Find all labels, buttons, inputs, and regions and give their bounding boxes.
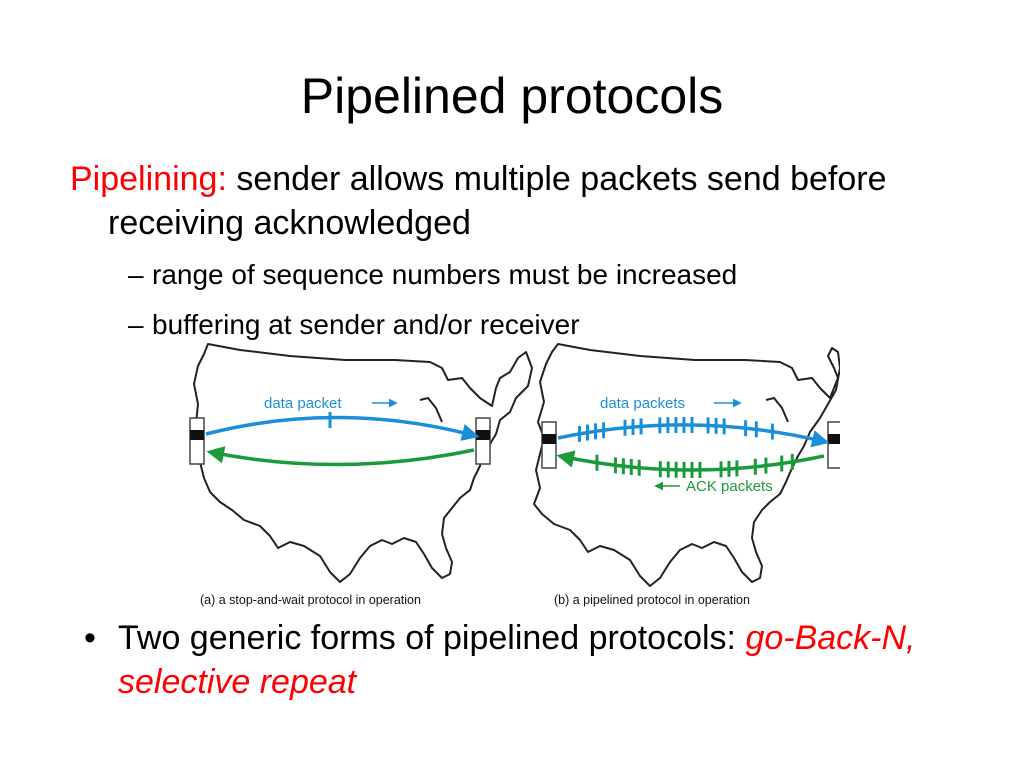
receiver-host-right bbox=[827, 421, 840, 469]
dash-icon: – bbox=[128, 309, 144, 340]
caption-a: (a) a stop-and-wait protocol in operatio… bbox=[200, 593, 421, 607]
sub-bullet-2: –buffering at sender and/or receiver bbox=[128, 308, 580, 342]
pipeline-diagram: data packet data packets ACK packets (a)… bbox=[189, 343, 840, 607]
data-arrow-left bbox=[205, 415, 480, 441]
sender-host-left bbox=[189, 417, 205, 465]
main-bullet-lead: Two generic forms of pipelined protocols… bbox=[118, 619, 736, 657]
ack-packet-ticks bbox=[595, 453, 794, 478]
protocol-names: go-Back-N, selective repeat bbox=[118, 619, 916, 701]
data-packets-label: data packets bbox=[600, 395, 685, 412]
dash-icon: – bbox=[128, 259, 144, 290]
caption-b: (b) a pipelined protocol in operation bbox=[554, 593, 750, 607]
sub-bullet-1-text: range of sequence numbers must be increa… bbox=[152, 259, 738, 290]
sender-host-right bbox=[541, 421, 557, 469]
data-packet-label: data packet bbox=[264, 395, 342, 412]
sub-bullet-1: –range of sequence numbers must be incre… bbox=[128, 258, 737, 292]
bullet-dot-icon: • bbox=[84, 619, 96, 657]
pipelining-definition: sender allows multiple packets send befo… bbox=[108, 160, 887, 242]
us-map-left bbox=[193, 343, 533, 583]
data-packet-ticks bbox=[577, 416, 774, 442]
ack-arrow-left bbox=[206, 446, 475, 467]
sub-bullet-2-text: buffering at sender and/or receiver bbox=[152, 309, 580, 340]
page-title: Pipelined protocols bbox=[300, 68, 724, 124]
main-bullet-text: Two generic forms of pipelined protocols… bbox=[118, 616, 938, 704]
ack-packets-label: ACK packets bbox=[686, 478, 773, 495]
us-map-right bbox=[533, 343, 840, 587]
receiver-host-left bbox=[475, 417, 491, 465]
intro-paragraph: Pipelining: sender allows multiple packe… bbox=[70, 157, 988, 245]
pipelining-term: Pipelining: bbox=[70, 160, 227, 198]
